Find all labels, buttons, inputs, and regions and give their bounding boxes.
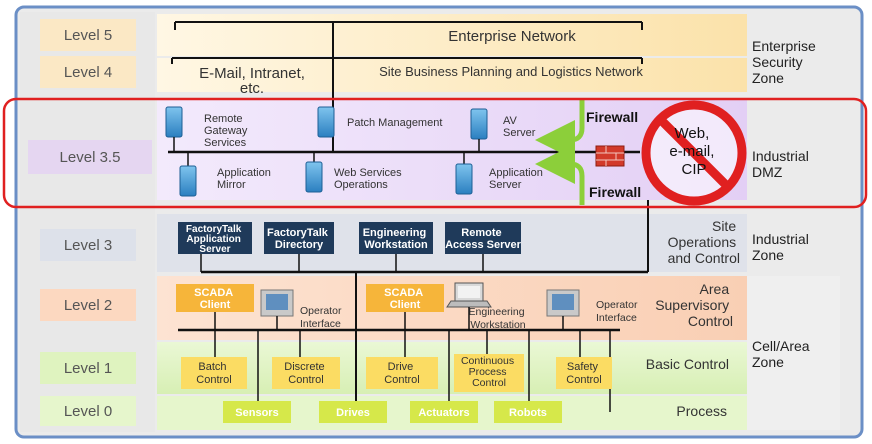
band-level4 [157,58,747,92]
operator-panel-icon [260,289,294,317]
server-label: Application Mirror [217,167,274,191]
svg-text:SCADA Client: SCADA Client [194,287,236,311]
firewall-arrow-upper [535,100,585,160]
zone-dmz: Industrial DMZ [752,148,813,180]
l1-safety-control [556,357,612,389]
svg-text:Batch Control: Batch Control [196,361,231,386]
server-label: Remote Gateway Services [204,113,250,149]
scada-client-2 [366,284,444,312]
server-patch-management: Patch Management [317,106,442,138]
server-label: AV Server [503,115,536,139]
server-icon [165,106,183,138]
email-label-1: E-Mail, Intranet, [199,65,305,82]
level-label: Level 3 [64,237,112,254]
basic-control-label: Basic Control [646,356,729,372]
firewall-label-top: Firewall [586,109,638,125]
site-business-label: Site Business Planning and Logistics Net… [379,64,643,79]
svg-text:FactoryTalk Directory: FactoryTalk Directory [267,227,331,251]
engineering-workstation-label: Engineering Workstation [469,306,528,331]
l1-discrete-control [272,357,340,389]
site-ops-label: Site Operations and Control [668,218,740,266]
server-label: Web Services Operations [334,167,405,191]
server-label: Patch Management [347,117,442,129]
svg-text:Engineering Workstation: Engineering Workstation [363,227,430,251]
zone-cell: Cell/Area Zone [752,338,813,370]
dmz-servers: Remote Gateway Services Patch Management… [165,106,546,197]
zone-enterprise: Enterprise Security Zone [752,38,820,86]
email-label-2: etc. [240,80,264,97]
svg-text:Drives: Drives [336,407,370,419]
area-sup-label: Area Supervisory Control [655,281,733,329]
firewall-label-bottom: Firewall [589,184,641,200]
dmz-outline [2,97,868,209]
band-level1 [157,342,747,394]
server-icon [179,165,197,197]
svg-text:Sensors: Sensors [235,407,278,419]
scada-client-1 [176,284,254,312]
l1-continuous-process [454,354,524,392]
level0-boxes: Sensors Drives Actuators Robots [223,401,562,423]
operator-panel-icon-2 [546,289,580,317]
server-app-mirror: Application Mirror [179,152,274,197]
no-entry-icon: Web, e-mail, CIP [641,100,747,206]
server-application: Application Server [455,152,546,195]
firewall-arrow-lower [535,144,585,205]
firewall-icon [595,145,625,167]
level1-boxes: Batch Control Discrete Control Drive Con… [181,354,612,392]
svg-text:FactoryTalk Application: FactoryTalk Application Server [186,224,244,255]
l1-batch-control [181,357,247,389]
svg-text:Discrete Control: Discrete Control [284,361,327,386]
svg-text:Robots: Robots [509,407,547,419]
l1-drive-control [366,357,438,389]
level-label: Level 1 [64,360,112,377]
level-label: Level 3.5 [60,149,121,166]
level-label: Level 0 [64,403,112,420]
laptop-icon [446,282,492,308]
no-web-label: Web, e-mail, CIP [669,125,718,178]
level-label: Level 4 [64,64,112,81]
level2-devices: SCADA Client Operator Interface SCADA Cl… [176,282,640,331]
svg-text:Continuous Process: Continuous Process Control [461,355,517,389]
zone-industrial: Industrial Zone [752,231,813,263]
server-icon [317,106,335,138]
operator-label-1: Operator Interface [300,305,344,330]
cell-zone-bg [747,276,840,430]
server-icon [470,108,488,140]
svg-text:Actuators: Actuators [418,407,469,419]
l0-actuators [410,401,478,423]
svg-text:Drive Control: Drive Control [384,361,419,386]
l3-box-factorytalk-app [178,222,252,254]
level3-boxes: FactoryTalk Application Server FactoryTa… [178,222,522,272]
server-icon [455,163,473,195]
l3-box-remote-access [445,222,521,254]
enterprise-network-label: Enterprise Network [448,28,576,45]
level-label: Level 2 [64,297,112,314]
l0-drives [319,401,387,423]
server-label: Application Server [489,167,546,191]
svg-text:SCADA Client: SCADA Client [384,287,426,311]
server-remote-gateway: Remote Gateway Services [165,106,250,152]
svg-text:Remote Access Server: Remote Access Server [445,227,522,251]
svg-text:Safety Control: Safety Control [566,361,601,386]
l0-robots [494,401,562,423]
server-web-services: Web Services Operations [305,152,405,193]
l0-sensors [223,401,291,423]
server-av: AV Server [470,108,536,152]
process-label: Process [676,403,727,419]
level-label: Level 5 [64,27,112,44]
l3-box-engineering [359,222,433,254]
l3-box-factorytalk-dir [264,222,334,254]
server-icon [305,161,323,193]
level-labels: Level 5 Level 4 Level 3.5 Level 3 Level … [28,19,152,426]
operator-label-2: Operator Interface [596,299,640,324]
